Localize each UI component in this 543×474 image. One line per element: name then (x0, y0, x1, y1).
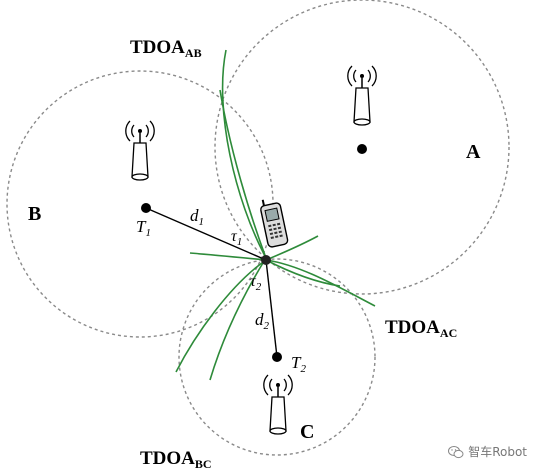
coverage-circle-b (6, 70, 274, 338)
hyperbola-ab-branch-2 (219, 89, 267, 259)
tdoa-ab-label: TDOAAB (130, 37, 202, 60)
antenna-tower-b-icon (125, 120, 155, 181)
t2-label: T2 (291, 353, 306, 375)
distance-line-d1 (145, 207, 267, 261)
t1-label: T1 (136, 217, 151, 239)
hyperbola-bc-branch (175, 259, 341, 373)
coverage-circle-c (178, 258, 376, 456)
d1-label: d1 (190, 206, 204, 228)
hyperbola-ab-branch-3 (209, 257, 267, 381)
wechat-icon (448, 445, 464, 458)
coverage-circle-a (214, 0, 510, 295)
mobile-phone-icon (260, 199, 289, 248)
antenna-tower-c-icon (263, 374, 293, 435)
watermark: 智车Robot (448, 443, 527, 460)
station-label-a: A (466, 141, 481, 163)
distance-line-d2 (265, 259, 278, 358)
station-dot-a (357, 144, 367, 154)
tdoa-ac-label: TDOAAC (385, 317, 457, 340)
station-dot-t1 (141, 203, 151, 213)
hyperbola-ac-branch-2 (265, 235, 319, 261)
hyperbola-ab-branch-1 (221, 49, 267, 259)
tau1-label: τ1 (231, 228, 242, 248)
tdoa-bc-label: TDOABC (140, 448, 212, 471)
target-point (261, 255, 271, 265)
watermark-text: 智车Robot (468, 445, 527, 459)
station-label-b: B (28, 203, 41, 225)
station-label-c: C (300, 421, 314, 443)
antenna-tower-a-icon (347, 65, 377, 126)
tau2-label: τ2 (250, 273, 262, 293)
station-dot-t2 (272, 352, 282, 362)
d2-label: d2 (255, 310, 270, 332)
